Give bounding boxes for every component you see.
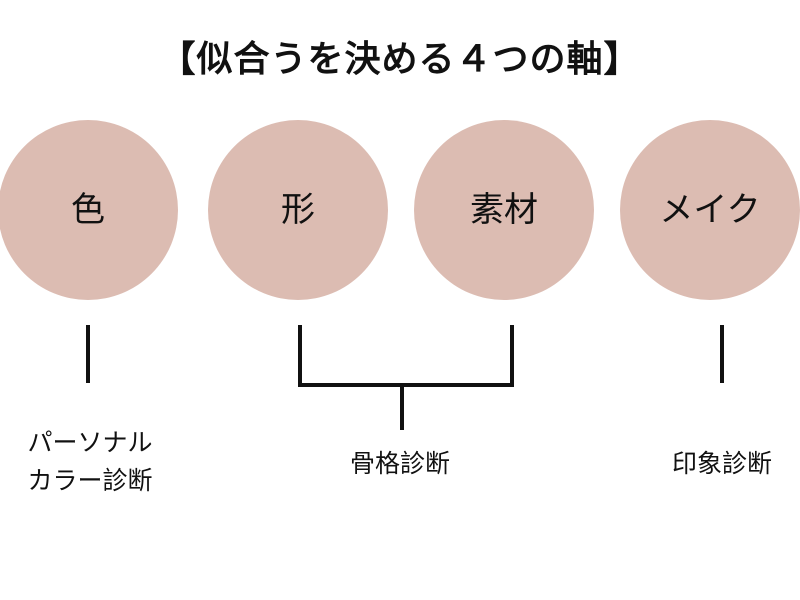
diagnosis-label-line: 骨格診断 — [349, 449, 450, 478]
diagnosis-label-line: 印象診断 — [671, 449, 772, 478]
axis-label: 形 — [281, 190, 315, 230]
diagnosis-impression: 印象診断 — [642, 445, 800, 483]
axis-circle-shape: 形 — [208, 120, 388, 300]
axis-label: 色 — [71, 190, 105, 230]
connector-bracket-shape-material — [298, 325, 514, 430]
axis-label: 素材 — [470, 190, 538, 230]
axis-circle-color: 色 — [0, 120, 178, 300]
diagram-title: 【似合うを決める４つの軸】 — [159, 39, 641, 80]
diagnosis-label-line: パーソナル — [27, 428, 153, 457]
axis-circle-makeup: メイク — [620, 120, 800, 300]
diagnosis-label-line: カラー診断 — [27, 466, 153, 495]
axis-label: メイク — [659, 190, 761, 230]
axis-circle-material: 素材 — [414, 120, 594, 300]
diagnosis-skeleton: 骨格診断 — [320, 445, 480, 483]
diagnosis-personal-color: パーソナル カラー診断 — [10, 424, 170, 500]
